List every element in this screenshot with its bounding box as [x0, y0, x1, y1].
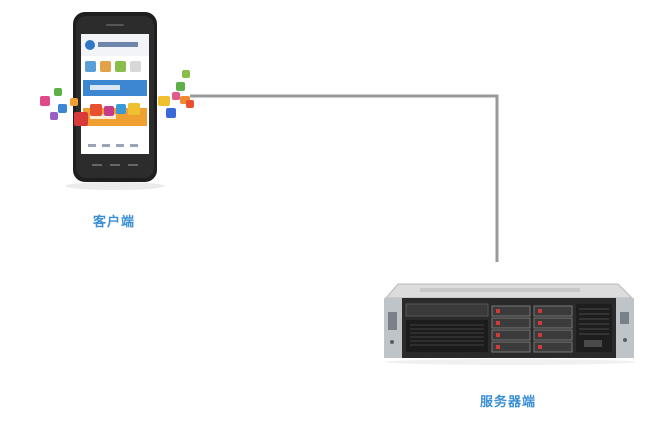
server-icon — [384, 283, 635, 365]
server-label: 服务器端 — [480, 395, 537, 410]
client-label: 客户端 — [93, 215, 136, 230]
phone-icon — [40, 12, 194, 190]
